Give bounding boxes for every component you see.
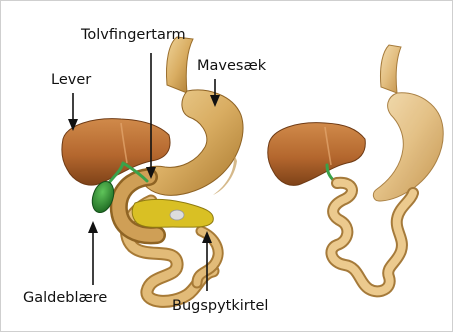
esophagus-left [166,37,193,93]
arrow-gallbladder [88,221,98,285]
small-intestine-right [331,183,413,292]
right-figure [268,45,443,291]
label-pancreas: Bugspytkirtel [172,299,268,314]
label-stomach: Mavesæk [197,59,266,74]
stomach-right [373,93,443,201]
label-duodenum: Tolvfingertarm [81,28,186,43]
pancreatic-duct-opening-left [170,210,184,220]
label-gallbladder: Galdeblære [23,291,107,306]
liver-right [268,123,366,186]
label-liver: Lever [51,73,91,88]
esophagus-right [380,45,401,93]
